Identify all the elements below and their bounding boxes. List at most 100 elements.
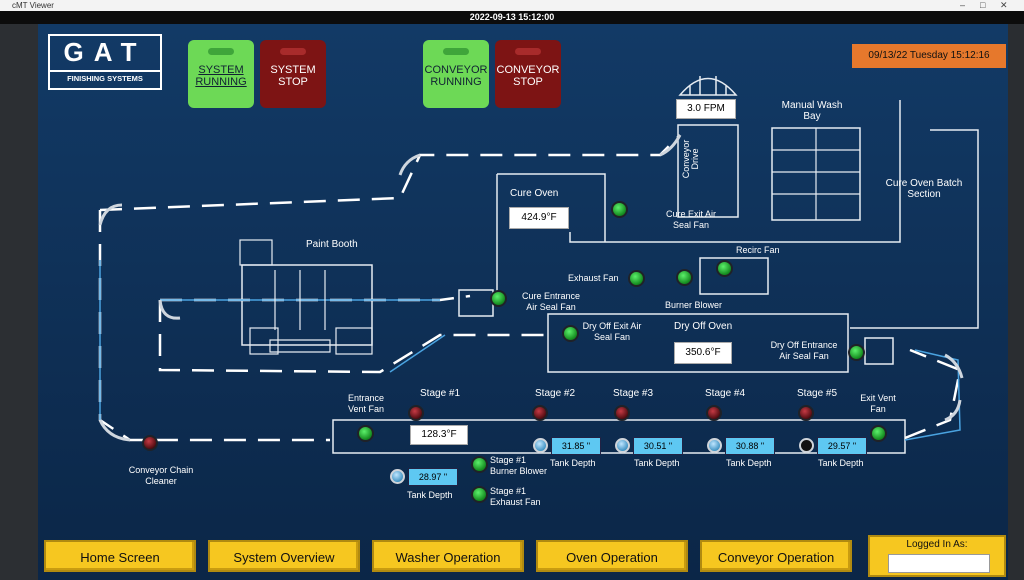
stage-3-level-indicator [615, 438, 630, 453]
window-titlebar: cMT Viewer – □ ✕ [0, 0, 1024, 11]
minimize-icon[interactable]: – [960, 0, 966, 10]
dry-off-entrance-housing [864, 337, 894, 365]
system-stop-label: SYSTEM STOP [270, 64, 316, 88]
stage-4-level-indicator [707, 438, 722, 453]
curve-5 [98, 419, 131, 442]
manual-wash-bay-label: Manual Wash Bay [781, 100, 843, 122]
stage-2-pump-indicator[interactable] [532, 405, 548, 421]
led-indicator-icon [515, 48, 541, 55]
stage-1-burner-blower-indicator[interactable] [471, 456, 488, 473]
stage-2-tank-depth: 31.85 " [551, 437, 601, 455]
paint-booth-frame [241, 264, 373, 346]
cure-exit-fan-indicator[interactable] [611, 201, 628, 218]
dry-off-entrance-fan-label: Dry Off Entrance Air Seal Fan [770, 340, 838, 361]
dry-off-oven-temp: 350.6°F [674, 342, 732, 364]
recirc-fan-indicator[interactable] [716, 260, 733, 277]
curve-7 [944, 353, 964, 379]
logo-subtitle: FINISHING SYSTEMS [50, 70, 160, 86]
curve-6 [944, 399, 962, 422]
recirc-fan-housing [699, 257, 769, 295]
cure-oven-batch-label: Cure Oven Batch Section [885, 178, 963, 200]
cure-entrance-housing [458, 289, 494, 317]
login-user-field[interactable] [888, 554, 990, 573]
conveyor-running-button[interactable]: CONVEYOR RUNNING [423, 40, 489, 108]
nav-system-overview-button[interactable]: System Overview [208, 540, 360, 572]
stage-1-temp: 128.3°F [410, 425, 468, 445]
entrance-vent-fan-label: Entrance Vent Fan [347, 393, 385, 414]
conveyor-top [99, 134, 681, 212]
stage-3-tank-depth-label: Tank Depth [634, 458, 680, 468]
nav-conveyor-operation-button[interactable]: Conveyor Operation [700, 540, 852, 572]
system-stop-button[interactable]: SYSTEM STOP [260, 40, 326, 108]
maximize-icon[interactable]: □ [980, 0, 986, 10]
close-icon[interactable]: ✕ [1000, 0, 1008, 10]
paint-booth-label: Paint Booth [306, 239, 358, 250]
dry-off-oven-label: Dry Off Oven [674, 321, 733, 332]
led-indicator-icon [443, 48, 469, 55]
stage-1-exhaust-fan-label: Stage #1 Exhaust Fan [490, 486, 541, 507]
conveyor-mid [158, 300, 548, 374]
window-title: cMT Viewer [12, 1, 54, 10]
left-side-strip [0, 24, 38, 580]
conveyor-left [98, 210, 330, 442]
dry-off-entrance-fan-indicator[interactable] [848, 344, 865, 361]
stage-4-label: Stage #4 [705, 388, 746, 399]
exhaust-fan-label: Exhaust Fan [568, 273, 619, 283]
gat-logo: GAT FINISHING SYSTEMS [48, 34, 162, 90]
stage-5-tank-depth: 29.57 " [817, 437, 867, 455]
nav-washer-operation-button[interactable]: Washer Operation [372, 540, 524, 572]
stage-3-pump-indicator[interactable] [614, 405, 630, 421]
cure-entrance-fan-indicator[interactable] [490, 290, 507, 307]
dry-off-exit-fan-label: Dry Off Exit Air Seal Fan [582, 321, 642, 342]
stage-1-tank-depth: 28.97 " [408, 468, 458, 486]
burner-blower-label: Burner Blower [665, 300, 723, 310]
led-indicator-icon [208, 48, 234, 55]
system-running-label: SYSTEM RUNNING [195, 64, 247, 88]
login-panel[interactable]: Logged In As: [868, 535, 1006, 577]
curve-4 [158, 299, 181, 320]
stage-3-tank-depth: 30.51 " [633, 437, 683, 455]
stage-4-pump-indicator[interactable] [706, 405, 722, 421]
conveyor-stop-button[interactable]: CONVEYOR STOP [495, 40, 561, 108]
stage-1-pump-indicator[interactable] [408, 405, 424, 421]
system-running-button[interactable]: SYSTEM RUNNING [188, 40, 254, 108]
stage-2-tank-depth-label: Tank Depth [550, 458, 596, 468]
stage-3-label: Stage #3 [613, 388, 654, 399]
led-indicator-icon [280, 48, 306, 55]
conveyor-drive-frame [677, 124, 739, 218]
chain-cleaner-label: Conveyor Chain Cleaner [128, 465, 194, 486]
stage-4-tank-depth-label: Tank Depth [726, 458, 772, 468]
stage-5-level-indicator [799, 438, 814, 453]
conveyor-right [904, 348, 962, 440]
stage-1-exhaust-fan-indicator[interactable] [471, 486, 488, 503]
stage-5-label: Stage #5 [797, 388, 838, 399]
nav-oven-operation-button[interactable]: Oven Operation [536, 540, 688, 572]
cure-entrance-fan-label: Cure Entrance Air Seal Fan [521, 291, 581, 312]
exit-vent-fan-label: Exit Vent Fan [860, 393, 896, 414]
exhaust-fan-indicator[interactable] [628, 270, 645, 287]
stage-1-burner-blower-label: Stage #1 Burner Blower [490, 455, 548, 476]
stage-5-pump-indicator[interactable] [798, 405, 814, 421]
stage-1-level-indicator [390, 469, 405, 484]
recirc-fan-label: Recirc Fan [736, 245, 780, 255]
stage-1-tank-depth-label: Tank Depth [407, 490, 453, 500]
entrance-vent-fan-indicator[interactable] [357, 425, 374, 442]
right-side-strip [1008, 24, 1024, 580]
burner-blower-indicator[interactable] [676, 269, 693, 286]
exit-vent-fan-indicator[interactable] [870, 425, 887, 442]
logo-letters: GAT [63, 37, 147, 67]
stage-5-tank-depth-label: Tank Depth [818, 458, 864, 468]
dry-off-exit-fan-indicator[interactable] [562, 325, 579, 342]
conveyor-running-label: CONVEYOR RUNNING [424, 64, 488, 88]
curve-2 [398, 153, 421, 176]
datetime-bar: 2022-09-13 15:12:00 [0, 11, 1024, 24]
clock-display: 09/13/22 Tuesday 15:12:16 [852, 44, 1006, 68]
batch-section-outline [850, 129, 979, 329]
nav-home-screen-button[interactable]: Home Screen [44, 540, 196, 572]
stage-1-label: Stage #1 [420, 388, 461, 399]
conveyor-speed-display: 3.0 FPM [676, 99, 736, 119]
stage-2-level-indicator [533, 438, 548, 453]
conveyor-stop-label: CONVEYOR STOP [496, 64, 560, 88]
chain-cleaner-indicator[interactable] [142, 435, 158, 451]
cure-oven-temp: 424.9°F [509, 207, 569, 229]
